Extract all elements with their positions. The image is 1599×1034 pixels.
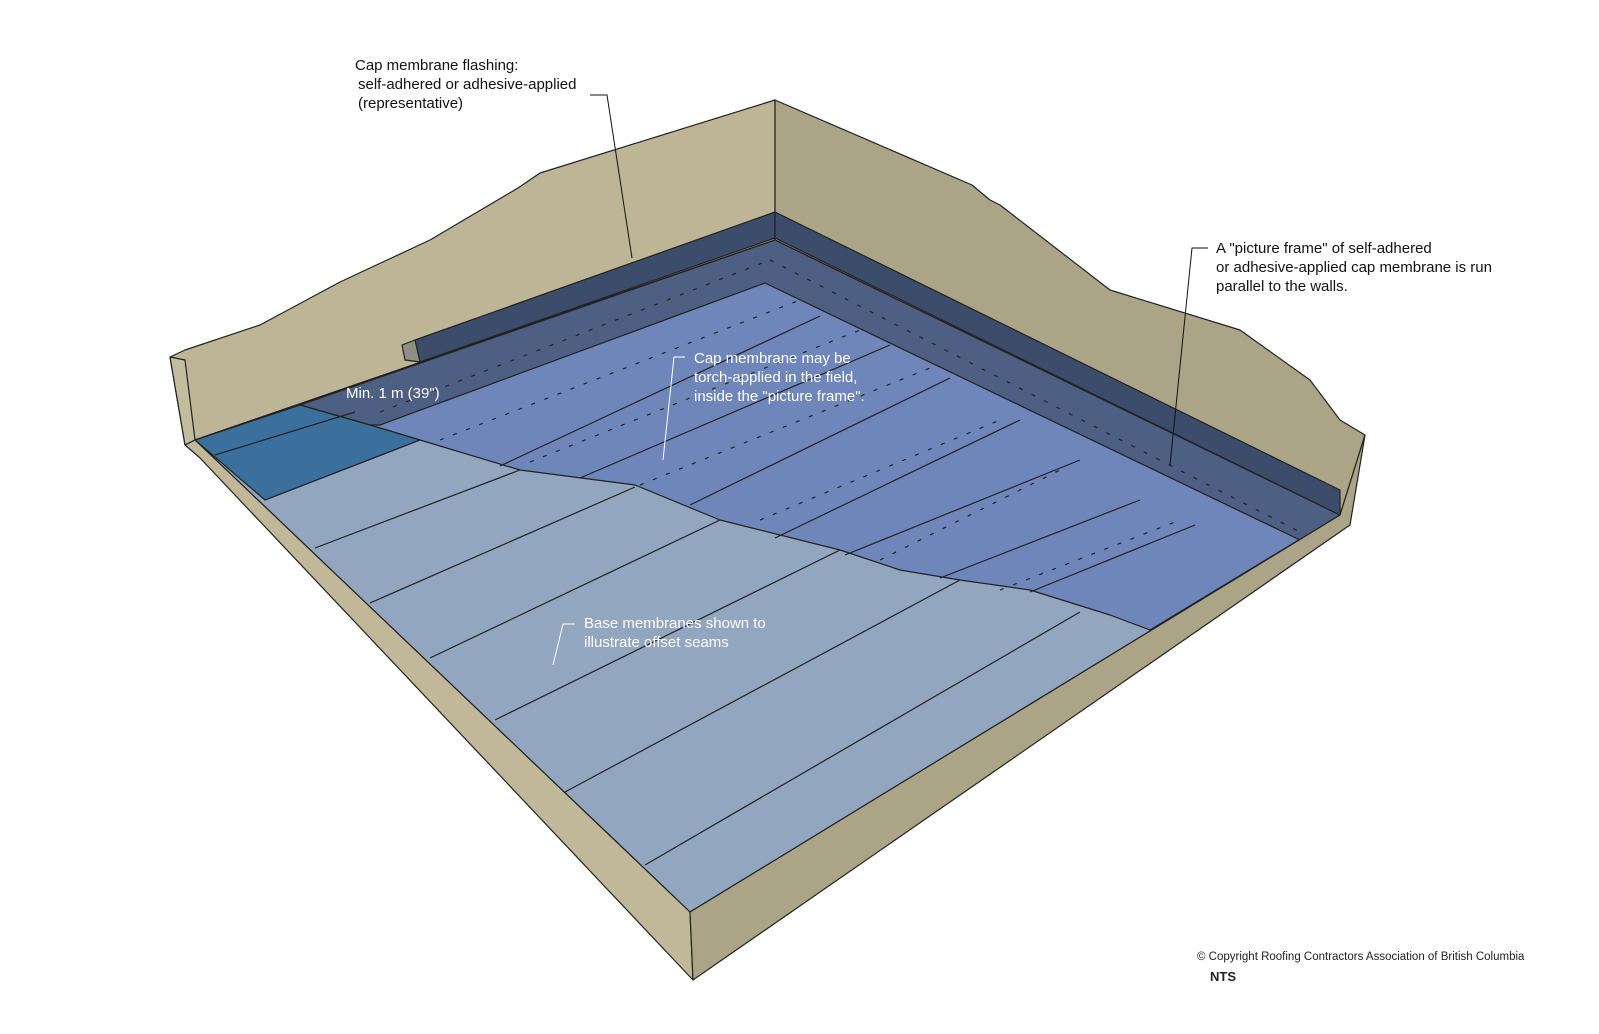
front-right-wall: [689, 434, 1366, 981]
fastener-rows: [379, 259, 1301, 591]
cap-field-label: Cap membrane may be torch-applied in the…: [694, 350, 865, 405]
base-membrane-label: Base membranes shown to illustrate offse…: [584, 615, 770, 651]
min-width-label: Min. 1 m (39"): [346, 385, 440, 402]
cap-field-leader: [662, 356, 685, 461]
flashing-leader: [590, 94, 633, 259]
blue-membrane-section: [194, 404, 421, 501]
copyright-text: © Copyright Roofing Contractors Associat…: [1197, 951, 1525, 963]
seam-lines: [214, 315, 1196, 866]
scale-note: NTS: [1210, 969, 1236, 984]
flashing-label: Cap membrane flashing: self-adhered or a…: [355, 57, 581, 112]
base-leader: [552, 623, 575, 666]
picture-frame-label: A "picture frame" of self-adhered or adh…: [1216, 240, 1496, 295]
picture-frame-leader: [1169, 247, 1208, 466]
flashing-end: [401, 339, 421, 363]
